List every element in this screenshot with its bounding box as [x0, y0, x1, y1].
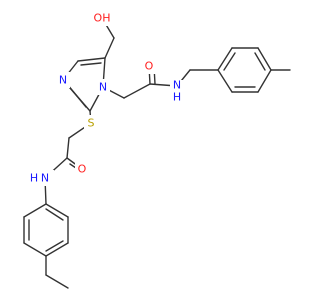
atom-nh-amide1: N H — [170, 79, 184, 104]
bond-28 — [66, 137, 70, 159]
atom-o-amide2: O — [75, 161, 89, 177]
atom-label-o-amide1: O — [145, 60, 154, 73]
atom-label-nh1-n: N — [173, 79, 181, 92]
bond-35 — [23, 242, 47, 257]
bond-10 — [123, 83, 151, 99]
bond-18 — [257, 47, 272, 71]
atom-n3-imidazole: N — [56, 72, 70, 88]
atom-label-n1: N — [99, 81, 107, 94]
bond-40 — [45, 240, 64, 252]
bond-16 — [217, 47, 233, 71]
atom-label-nh2-h: H — [30, 172, 38, 185]
bond-23 — [254, 52, 266, 71]
bond-1 — [104, 37, 115, 59]
bond-36 — [45, 242, 69, 257]
atom-nh-amide2: H N — [28, 170, 54, 186]
molecule-structure: OH O N N N H S O H N — [23, 10, 291, 289]
atom-label-layer: OH O N N N H S O H N — [28, 10, 184, 186]
bond-38 — [45, 203, 69, 218]
bond-19 — [257, 69, 272, 93]
bond-21 — [217, 69, 233, 93]
bond-layer — [23, 17, 291, 289]
bond-33 — [23, 203, 47, 218]
atom-label-nh1-h: H — [173, 91, 181, 104]
bond-7 — [80, 62, 102, 66]
atom-oh: OH — [90, 10, 114, 26]
atom-label-s: S — [88, 117, 95, 130]
atom-o-amide1: O — [142, 58, 156, 74]
atom-label-nh2-n: N — [41, 172, 49, 185]
bond-6 — [77, 57, 106, 62]
bond-22 — [223, 52, 236, 71]
atom-s-thioether: S — [84, 115, 98, 131]
bond-8 — [66, 83, 87, 108]
atom-label-o-amide2: O — [78, 163, 87, 176]
atom-n1-imidazole: N — [96, 79, 110, 95]
bond-43 — [45, 274, 69, 289]
atom-label-n3: N — [59, 74, 67, 87]
atom-label-oh: OH — [94, 12, 111, 25]
bond-41 — [45, 208, 64, 221]
